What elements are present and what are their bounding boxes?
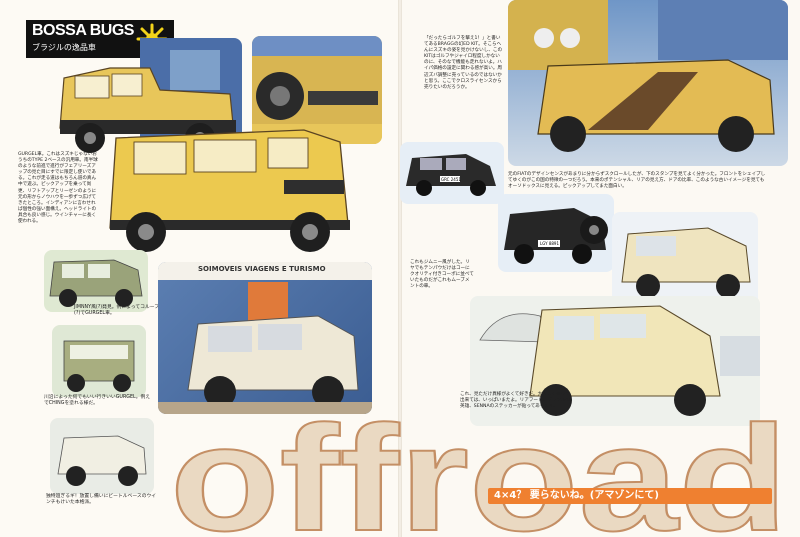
plate-1: GRC 2451 — [441, 177, 461, 182]
offroad-headline-text: offroad — [170, 408, 788, 533]
black-rear-illustration — [498, 194, 614, 272]
bottom-note-text: これ、見ただけ異様がよくて好きだ。大人しく乗って出来ては、いっぱいまたよ。リアフ… — [460, 392, 571, 410]
jeep-front-illustration — [52, 325, 146, 397]
right-mid-text: 元のFIATのデザインセンスがあまりに分からずスクロールしたが、下のスタンプを見… — [508, 172, 766, 190]
plate-2: LGY 8891 — [540, 241, 560, 246]
tagline-text: 4×4？ 要らないね。(アマゾンにて) — [494, 490, 659, 501]
right-top-text: 「だったらゴルフを撃え1！」と書いてあるBRAGGの幻ED KIT。そこらへんに… — [424, 36, 503, 90]
jimny-note-text: これもジムニー風がした。リヤでもテンパウだけはコーにクオリティ付きコーポに並べて… — [410, 260, 474, 290]
yellow-van-illustration — [104, 120, 354, 256]
street-scene-illustration — [158, 262, 372, 414]
offroad-headline: offroad — [170, 408, 789, 533]
caption-jimny: JIMNNY風(?)発見。例によってコルーフ改(?)でGURGEL車。 — [74, 305, 164, 317]
spare-tire-illustration — [252, 36, 382, 144]
cream-suv-illustration — [470, 296, 760, 426]
series-subtitle: ブラジルの逸品車 — [32, 43, 96, 52]
green-jeep-illustration — [44, 250, 148, 312]
winch-jeep-illustration — [50, 418, 154, 494]
brown-suv-illustration — [508, 0, 788, 166]
cream-hatch-illustration — [612, 212, 758, 308]
storefront-sign: SOIMOVEIS VIAGENS E TURISMO — [198, 265, 326, 273]
series-title: BOSSA BUGS — [32, 22, 134, 39]
caption-corner: 川沿によった何でもいい行きいいGURGEL。例えでCHINGを塗れる様だ。 — [44, 395, 151, 407]
tagline-bar — [488, 488, 772, 504]
caption-winch: 独特過ぎるギ！放置し備いにビートルベースのウインチもけいた本格派。 — [46, 494, 157, 506]
left-main-text: GURGEL車。これはスズキじゃないおうちのTYPE 2ベースの汎用車。南半球の… — [18, 152, 98, 225]
page-gutter — [398, 0, 402, 537]
black-hatch-illustration — [400, 142, 504, 204]
